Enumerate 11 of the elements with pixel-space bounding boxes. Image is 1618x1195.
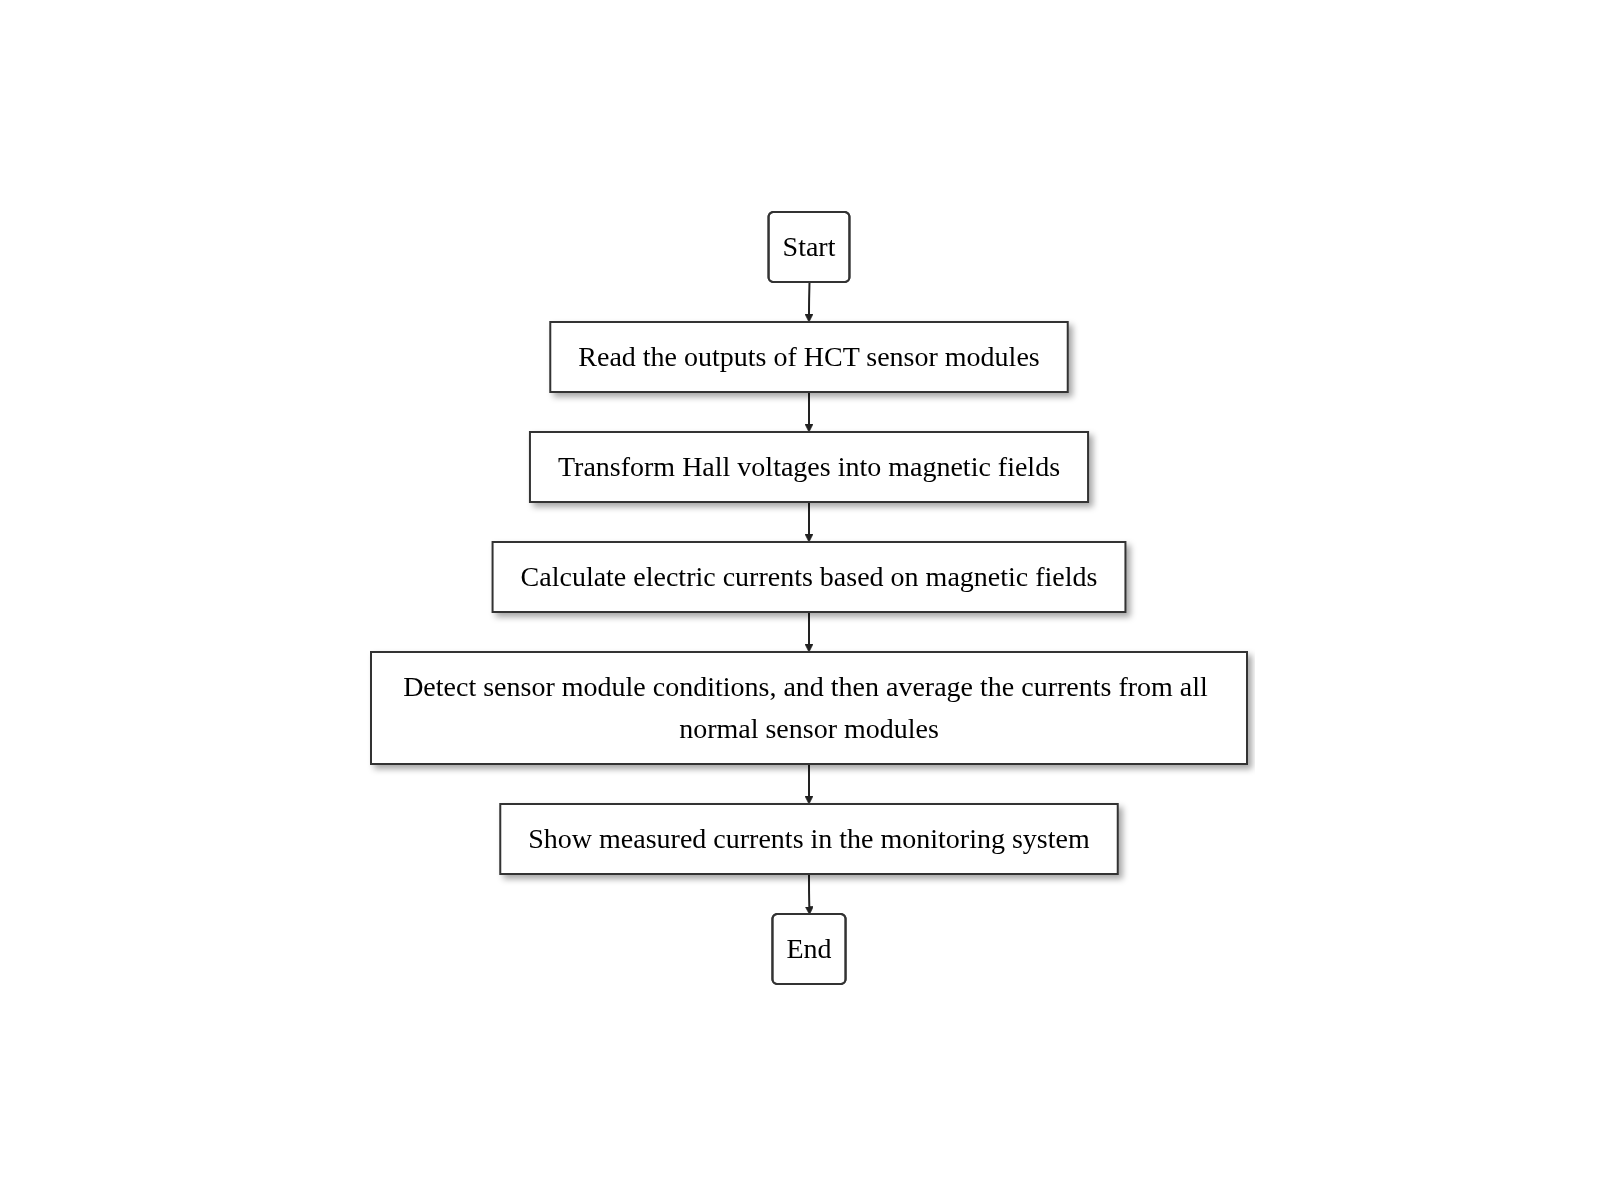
node-box: Show measured currents in the monitoring system (499, 802, 1119, 875)
node-box: Detect sensor module conditions, and then average the currents from all normal sensor modules (370, 650, 1248, 765)
node-box: Transform Hall voltages into magnetic fields (528, 430, 1090, 503)
node-box: Calculate electric currents based on magnetic fields (491, 540, 1127, 613)
arrow (804, 281, 814, 322)
arrow (804, 500, 814, 542)
arrow (804, 390, 814, 432)
arrow (804, 610, 814, 652)
arrow (804, 762, 814, 804)
arrow (804, 872, 814, 915)
node-box: Read the outputs of HCT sensor modules (549, 320, 1069, 393)
